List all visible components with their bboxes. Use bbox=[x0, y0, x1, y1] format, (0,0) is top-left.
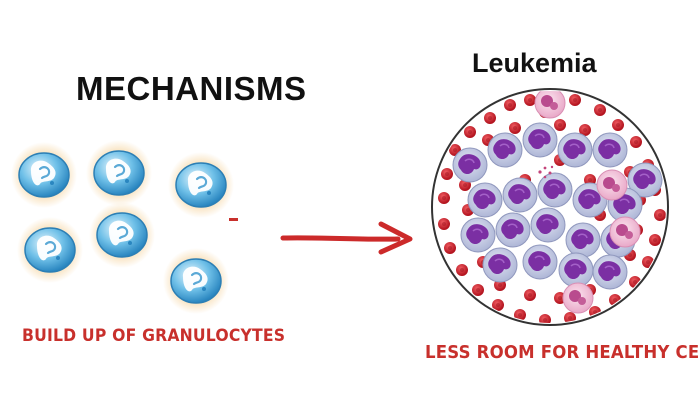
granulocyte-cell-icon bbox=[161, 246, 231, 316]
right-caption: LESS ROOM FOR HEALTHY CELLS bbox=[425, 342, 700, 363]
granulocyte-cell-icon bbox=[15, 215, 85, 285]
granulocyte-cell-icon bbox=[9, 140, 79, 210]
blood-smear-circle-icon bbox=[431, 88, 669, 326]
platelet-cluster bbox=[538, 165, 554, 179]
leukemia-title: Leukemia bbox=[472, 48, 597, 78]
granulocyte-cluster bbox=[9, 138, 236, 316]
arrow-right-icon bbox=[280, 221, 413, 255]
granulocyte-cell-icon bbox=[87, 200, 157, 270]
granulocyte-cell-icon bbox=[84, 138, 154, 208]
granulocyte-cell-icon bbox=[166, 150, 236, 220]
left-caption: BUILD UP OF GRANULOCYTES bbox=[22, 326, 286, 346]
page-heading: MECHANISMS bbox=[76, 70, 307, 107]
stray-mark bbox=[229, 218, 238, 221]
